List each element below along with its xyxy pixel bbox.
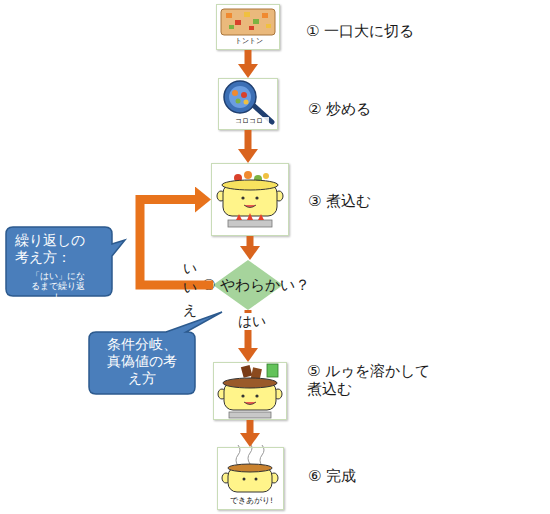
pot-art — [244, 171, 252, 179]
pot-art — [255, 196, 258, 199]
finished-pot-art — [255, 478, 258, 481]
loop-arrow — [140, 200, 213, 286]
pot-art — [236, 213, 264, 220]
step-caption: ③ 煮込む — [308, 192, 448, 210]
pot-art — [228, 220, 272, 227]
decision-text: ④ やわらかい？ — [202, 276, 352, 294]
callout-bubble: 条件分岐、真偽値の考え方 — [88, 331, 196, 395]
pot-art — [217, 171, 283, 227]
roux-pot-art — [229, 412, 271, 418]
cutting-board-art — [221, 9, 275, 35]
pot-art — [263, 173, 269, 179]
step-caption: ② 炒める — [308, 100, 448, 118]
callout-shape — [89, 312, 222, 394]
callout-note: 「はい」になるまで繰り返し — [27, 271, 89, 302]
roux-pot-art — [223, 378, 277, 388]
step-picture: トントン① 一口大に切る — [216, 4, 280, 50]
cutting-board-art — [244, 12, 250, 17]
roux-pot-art — [241, 394, 244, 397]
roux-pot-art — [218, 364, 282, 418]
cutting-board-art — [262, 13, 268, 18]
branch-label: はい — [237, 313, 267, 330]
frying-pan-art — [224, 81, 272, 122]
pot-art — [241, 196, 244, 199]
branch-label: いいえ — [181, 255, 200, 312]
finished-pot-art — [222, 443, 278, 492]
step-caption: ⑥ 完成 — [308, 467, 428, 485]
step-caption: ⑤ ルゥを溶かして煮込む — [307, 362, 437, 399]
finished-pot-art — [243, 478, 246, 481]
step-picture: できあがり!⑥ 完成 — [217, 447, 284, 510]
callout-text: 条件分岐、真偽値の考え方 — [106, 336, 178, 387]
cutting-board-art — [221, 9, 275, 35]
finished-pot-art — [260, 445, 264, 466]
finished-pot-art — [236, 445, 240, 466]
cutting-board-art — [229, 25, 234, 29]
roux-pot-art — [255, 394, 258, 397]
callout-bubble: 繰り返しの考え方：「はい」になるまで繰り返し — [5, 226, 113, 297]
step-picture: ⑤ ルゥを溶かして煮込む — [213, 362, 287, 420]
step-picture: コロコロ② 炒める — [218, 78, 278, 130]
flow-arrow — [245, 50, 252, 64]
sound-word: トントン — [229, 37, 269, 46]
cutting-board-art — [235, 20, 241, 25]
roux-pot-art — [241, 365, 253, 378]
frying-pan-art — [224, 81, 256, 113]
decision-diamond: ④ やわらかい？ — [213, 260, 283, 310]
roux-pot-art — [244, 402, 256, 405]
flow-arrow — [247, 420, 254, 433]
roux-pot-art — [267, 364, 278, 377]
sound-word: できあがり! — [223, 496, 280, 505]
flow-arrow — [247, 236, 254, 246]
frying-pan-art — [232, 90, 238, 96]
sound-word: コロコロ — [229, 117, 269, 126]
frying-pan-art — [236, 99, 241, 104]
step-picture: ③ 煮込む — [211, 163, 289, 236]
callout-text: 繰り返しの考え方： — [15, 232, 91, 266]
frying-pan-art — [241, 92, 247, 98]
frying-pan-art — [244, 100, 249, 105]
flow-arrow — [245, 130, 252, 149]
cutting-board-art — [253, 19, 259, 24]
cutting-board-art — [249, 26, 254, 30]
pot-art — [222, 180, 278, 190]
finished-pot-art — [228, 464, 272, 472]
cutting-board-art — [226, 13, 232, 18]
cutting-board-art — [266, 24, 271, 28]
pot-art — [244, 205, 256, 208]
step-caption: ① 一口大に切る — [306, 22, 466, 40]
frying-pan-art — [229, 86, 251, 108]
